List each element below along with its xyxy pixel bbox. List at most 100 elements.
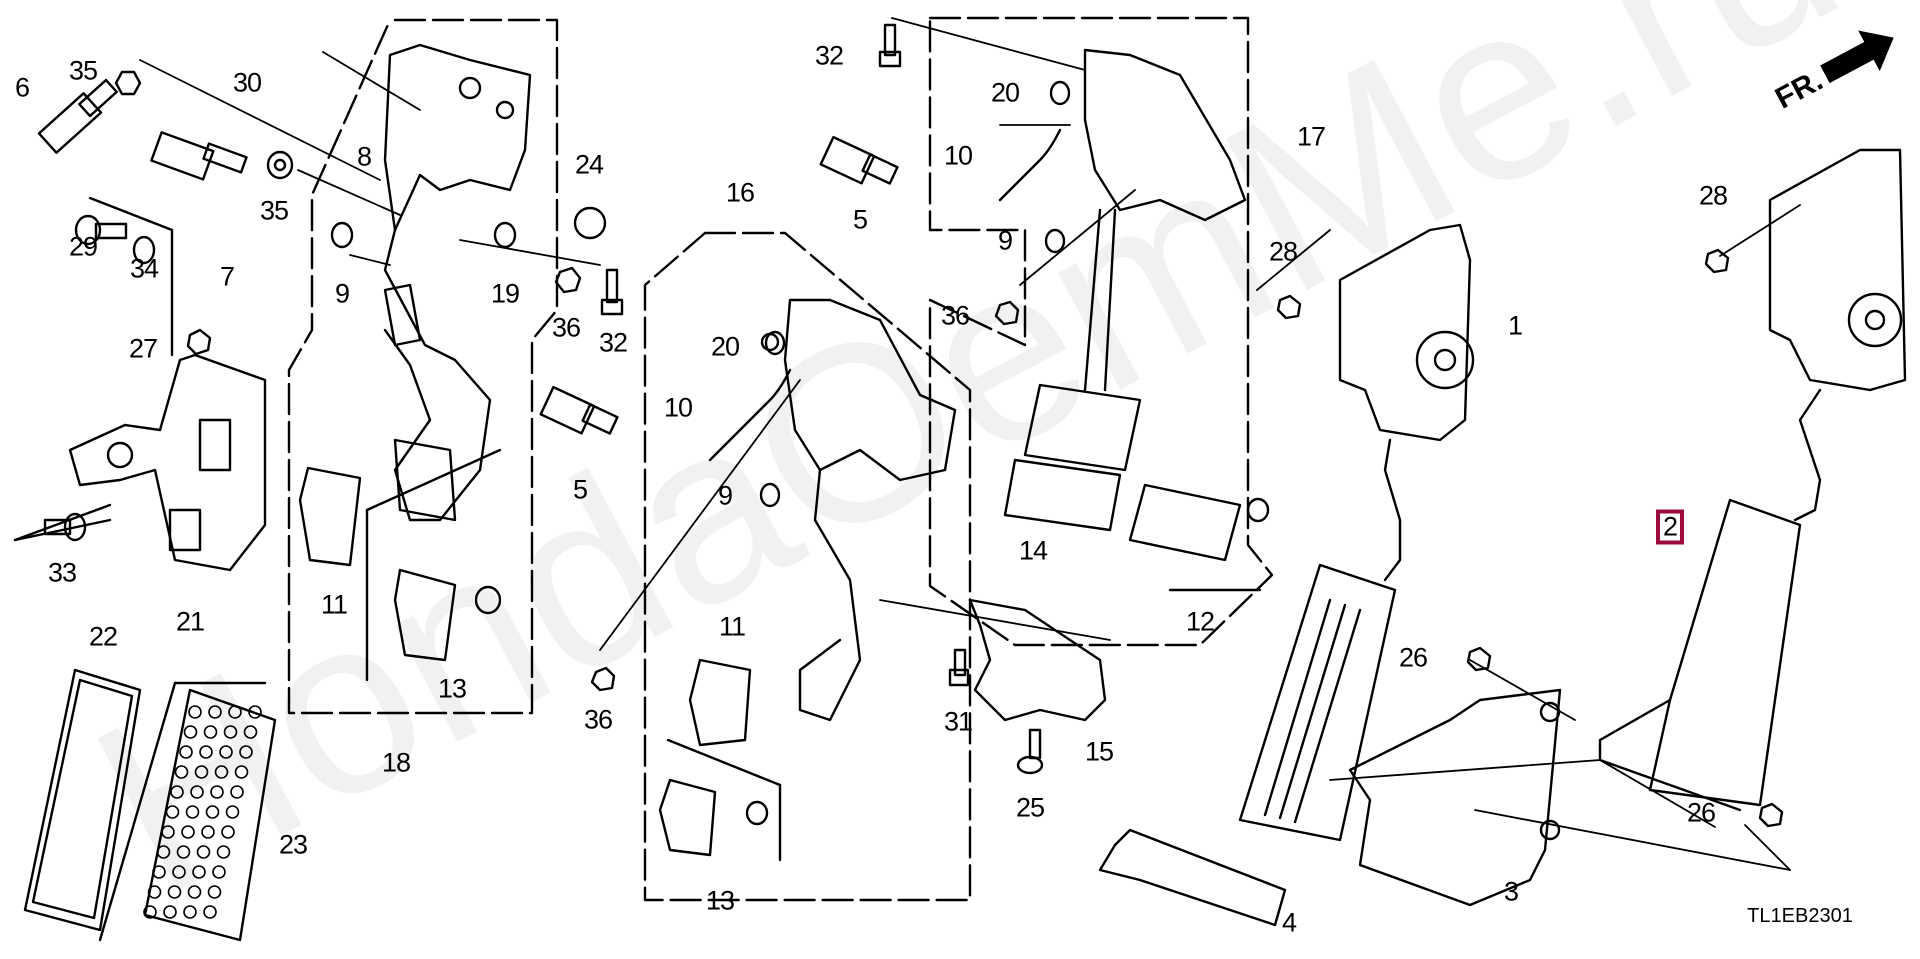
accelerator-pad-1 xyxy=(1238,563,1397,842)
callout-14[interactable]: 14 xyxy=(1018,535,1048,566)
callout-36[interactable]: 36 xyxy=(940,300,970,331)
pedal-cover-4 xyxy=(1098,828,1287,927)
nut-27 xyxy=(186,328,212,356)
callout-9[interactable]: 9 xyxy=(997,225,1013,256)
callout-30[interactable]: 30 xyxy=(232,67,262,98)
callout-6[interactable]: 6 xyxy=(14,72,30,103)
switch-7 xyxy=(150,131,248,181)
pad-hole xyxy=(230,785,244,799)
callout-5[interactable]: 5 xyxy=(852,204,868,235)
callout-12[interactable]: 12 xyxy=(1185,606,1215,637)
pad-hole xyxy=(170,785,184,799)
callout-23[interactable]: 23 xyxy=(278,829,308,860)
callout-13[interactable]: 13 xyxy=(437,673,467,704)
callout-22[interactable]: 22 xyxy=(88,621,118,652)
bracket-3 xyxy=(1348,688,1562,907)
pad-hole xyxy=(207,885,222,899)
callout-36[interactable]: 36 xyxy=(551,312,581,343)
callout-34[interactable]: 34 xyxy=(129,253,159,284)
accelerator-module-2 xyxy=(1768,148,1907,392)
pad-13b xyxy=(658,778,717,857)
bushing-20a xyxy=(764,330,786,356)
callout-10[interactable]: 10 xyxy=(943,140,973,171)
callout-9[interactable]: 9 xyxy=(334,278,350,309)
pad-hole xyxy=(234,765,249,779)
callout-7[interactable]: 7 xyxy=(219,261,235,292)
pad-12 xyxy=(1128,483,1242,562)
callout-5[interactable]: 5 xyxy=(572,474,588,505)
callout-20[interactable]: 20 xyxy=(990,77,1020,108)
callout-19[interactable]: 19 xyxy=(490,278,520,309)
nut-36b xyxy=(590,666,616,692)
callout-36[interactable]: 36 xyxy=(583,704,613,735)
accelerator-module-1 xyxy=(1338,223,1475,442)
callout-26[interactable]: 26 xyxy=(1398,642,1428,673)
pedal-arm-17 xyxy=(1083,208,1117,392)
pad-hole xyxy=(192,865,206,879)
switch-5b xyxy=(819,135,899,185)
pad-hole xyxy=(203,725,218,739)
callout-27[interactable]: 27 xyxy=(128,333,158,364)
callout-10[interactable]: 10 xyxy=(663,392,693,423)
callout-4[interactable]: 4 xyxy=(1281,907,1297,938)
nut-34 xyxy=(132,235,156,265)
pedal-arm-18 xyxy=(383,228,492,522)
callout-35[interactable]: 35 xyxy=(68,55,98,86)
callout-33[interactable]: 33 xyxy=(47,557,77,588)
bolt-29 xyxy=(74,214,128,246)
pad-hole xyxy=(194,765,209,779)
pedal-arm-16 xyxy=(798,468,862,722)
callout-8[interactable]: 8 xyxy=(356,141,372,172)
callout-32[interactable]: 32 xyxy=(814,40,844,71)
pad-hole xyxy=(203,905,217,919)
pad-hole xyxy=(223,725,238,739)
pedal-bracket-18 xyxy=(383,43,532,232)
callout-26[interactable]: 26 xyxy=(1686,797,1716,828)
pad-hole xyxy=(190,785,204,799)
nut-28a xyxy=(1276,294,1302,320)
assembly-17-frame xyxy=(928,16,1274,647)
spring-10b xyxy=(998,128,1062,202)
pad-hole xyxy=(165,805,180,819)
pad-11b xyxy=(688,658,752,747)
callout-2-highlighted[interactable]: 2 xyxy=(1655,509,1685,545)
callout-32[interactable]: 32 xyxy=(598,327,628,358)
callout-29[interactable]: 29 xyxy=(68,231,98,262)
accelerator-pad-2 xyxy=(1598,498,1802,812)
callout-28[interactable]: 28 xyxy=(1698,180,1728,211)
callout-31[interactable]: 31 xyxy=(943,706,973,737)
callout-35[interactable]: 35 xyxy=(259,195,289,226)
callout-11[interactable]: 11 xyxy=(718,611,746,642)
callout-18[interactable]: 18 xyxy=(381,747,411,778)
callout-24[interactable]: 24 xyxy=(574,149,604,180)
callout-28[interactable]: 28 xyxy=(1268,236,1298,267)
pad-hole xyxy=(216,845,231,859)
callout-3[interactable]: 3 xyxy=(1503,876,1519,907)
pad-hole xyxy=(167,885,182,899)
callout-17[interactable]: 17 xyxy=(1296,121,1326,152)
nut-13b xyxy=(745,800,769,826)
callout-15[interactable]: 15 xyxy=(1084,736,1114,767)
switch-5a xyxy=(539,385,619,435)
callout-9[interactable]: 9 xyxy=(717,480,733,511)
callout-25[interactable]: 25 xyxy=(1015,792,1045,823)
pad-hole xyxy=(210,785,224,799)
callout-20[interactable]: 20 xyxy=(710,331,740,362)
callout-11[interactable]: 11 xyxy=(320,589,348,620)
accelerator-arm-2 xyxy=(1793,388,1822,522)
callout-21[interactable]: 21 xyxy=(175,606,205,637)
pad-hole xyxy=(208,705,222,719)
front-direction-indicator: FR. xyxy=(1764,13,1907,127)
pad-hole xyxy=(201,825,215,839)
nut-36c xyxy=(994,300,1020,326)
pedal-face-17a xyxy=(1023,383,1142,472)
pad-hole xyxy=(163,905,177,919)
cap-24 xyxy=(573,206,607,240)
callout-1[interactable]: 1 xyxy=(1507,310,1523,341)
bushing-9b xyxy=(759,482,781,508)
bracket-15 xyxy=(968,598,1107,722)
callout-16[interactable]: 16 xyxy=(725,177,755,208)
callout-13[interactable]: 13 xyxy=(705,885,735,916)
nut-28b xyxy=(1704,248,1730,274)
pad-hole xyxy=(248,705,262,719)
